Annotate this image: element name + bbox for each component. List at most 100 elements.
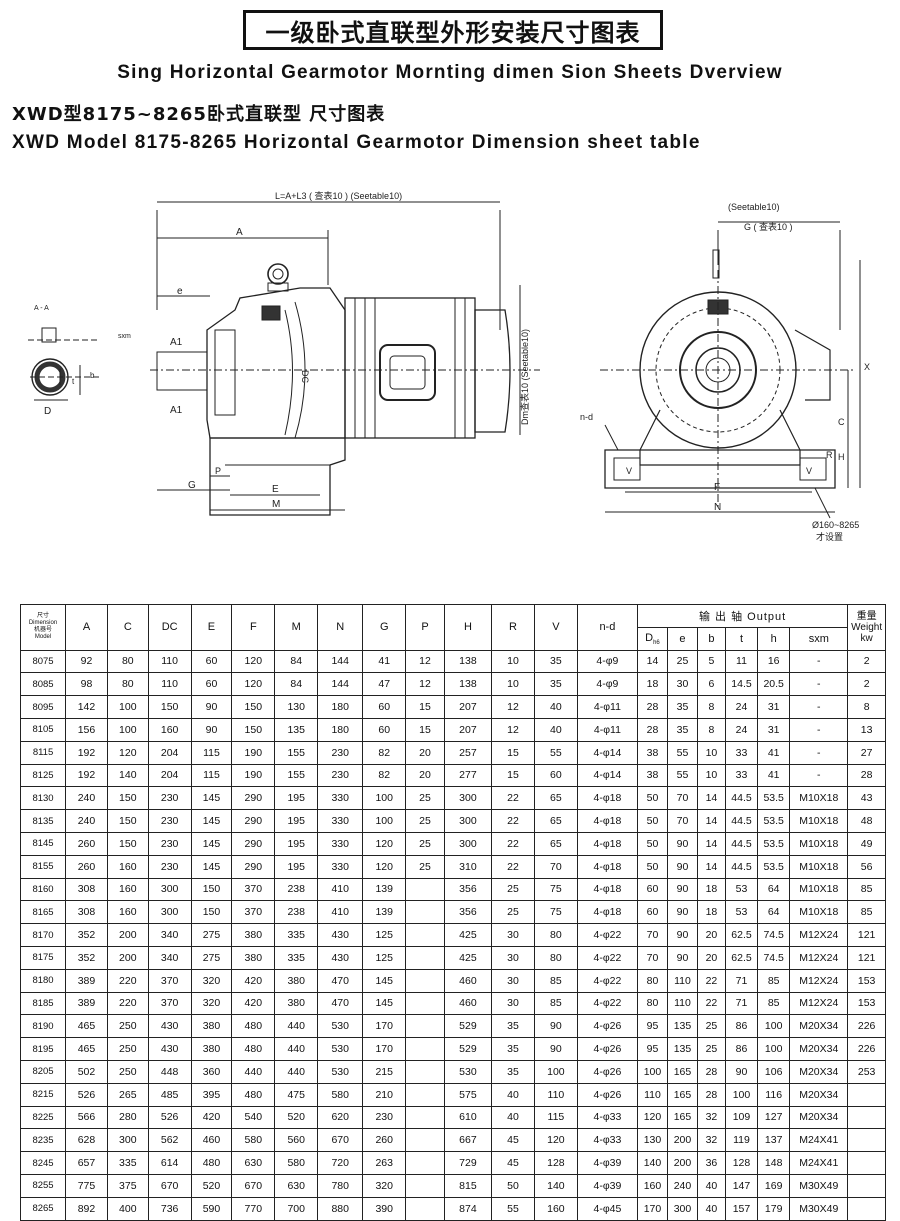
table-cell: 300 (443, 786, 493, 811)
table-cell: 610 (443, 1105, 493, 1130)
table-cell: 140 (636, 1151, 668, 1175)
table-cell: 153 (847, 991, 886, 1016)
table-cell: 12 (405, 649, 445, 674)
table-cell: 310 (443, 854, 493, 879)
table-cell: 38 (636, 763, 668, 788)
table-cell: 70 (533, 854, 578, 879)
dimension-P-label: P (215, 466, 221, 476)
table-cell: 8 (847, 695, 886, 719)
table-cell: 580 (274, 1151, 319, 1175)
table-cell: 380 (231, 923, 276, 947)
table-cell: 220 (106, 968, 149, 993)
table-cell: 320 (362, 1173, 407, 1198)
table-cell: 45 (491, 1128, 535, 1153)
table-cell: 4-φ22 (576, 991, 638, 1016)
table-cell: 41 (362, 649, 407, 674)
table-cell: 62.5 (724, 945, 759, 970)
table-cell: 180 (317, 695, 364, 719)
table-cell: 460 (443, 968, 493, 993)
table-cell: 100 (362, 809, 407, 833)
dimension-V-right: V (806, 466, 812, 476)
table-cell: 380 (274, 991, 319, 1016)
table-cell: 53 (724, 900, 759, 925)
table-cell: 55 (666, 740, 699, 765)
dimension-G-label: G (188, 480, 196, 491)
table-cell: 55 (666, 763, 699, 788)
table-cell: 90 (666, 923, 699, 947)
table-cell (405, 877, 445, 902)
table-cell: 15 (491, 740, 535, 765)
column-header: H (443, 604, 493, 651)
table-cell: 38 (636, 740, 668, 765)
column-header: G (362, 604, 407, 651)
output-column-header: sxm (789, 626, 849, 651)
table-cell (405, 923, 445, 947)
table-cell: 35 (533, 672, 578, 697)
table-cell: 30 (666, 672, 699, 697)
table-cell: 240 (65, 786, 108, 811)
dimension-table-container: 尺寸 Dimension 机器号 Model A C DC E F M N G … (19, 604, 886, 1221)
table-cell: 4-φ14 (576, 740, 638, 765)
table-cell: 230 (317, 763, 364, 788)
table-cell: 470 (317, 991, 364, 1016)
table-cell: 60 (362, 717, 407, 742)
table-cell (847, 1128, 886, 1153)
table-cell: 160 (147, 717, 192, 742)
shaft-section-view: A - A D t b (28, 305, 100, 417)
table-cell: 30 (491, 968, 535, 993)
table-cell: 62.5 (724, 923, 759, 947)
table-cell: 10 (697, 763, 726, 788)
table-cell: M30X49 (789, 1173, 849, 1198)
table-cell: 238 (274, 900, 319, 925)
table-cell: 127 (757, 1105, 791, 1130)
table-cell: 75 (533, 900, 578, 925)
table-cell: 11 (724, 649, 759, 674)
table-cell: 155 (274, 763, 319, 788)
table-cell: 100 (757, 1037, 791, 1061)
table-cell: 15 (405, 695, 445, 719)
sxm-label: sxm (118, 333, 131, 340)
table-cell: 230 (147, 786, 192, 811)
table-cell: 590 (190, 1196, 233, 1221)
table-cell: 10 (491, 649, 535, 674)
table-cell: 4-φ26 (576, 1037, 638, 1061)
table-cell: 150 (106, 809, 149, 833)
table-cell: 85 (757, 991, 791, 1016)
table-cell: 480 (231, 1082, 276, 1107)
table-cell: 630 (231, 1151, 276, 1175)
table-cell: 40 (697, 1196, 726, 1221)
model-cell: 8165 (19, 900, 67, 925)
table-cell: 100 (106, 717, 149, 742)
table-cell: 25 (405, 809, 445, 833)
table-cell: M12X24 (789, 991, 849, 1016)
table-cell: 425 (443, 923, 493, 947)
table-cell: 110 (147, 649, 192, 674)
table-cell: 580 (231, 1128, 276, 1153)
table-cell (405, 1196, 445, 1221)
table-cell: 82 (362, 740, 407, 765)
table-cell: 53 (724, 877, 759, 902)
table-cell: 230 (362, 1105, 407, 1130)
table-cell: 55 (533, 740, 578, 765)
table-cell: 10 (697, 740, 726, 765)
table-cell: 50 (491, 1173, 535, 1198)
table-cell: 253 (847, 1059, 886, 1084)
table-cell: 540 (231, 1105, 276, 1130)
table-cell: 526 (65, 1082, 108, 1107)
table-cell: 40 (533, 695, 578, 719)
table-cell (405, 991, 445, 1016)
table-cell: - (789, 649, 849, 674)
table-cell: 121 (847, 945, 886, 970)
model-cell: 8105 (19, 717, 67, 742)
side-view: L=A+L3 ( 查表10 ) (Seetable10) A e sxm A1 … (118, 190, 540, 516)
table-cell: 620 (317, 1105, 364, 1130)
table-cell: 238 (274, 877, 319, 902)
table-cell: 85 (533, 968, 578, 993)
table-cell (405, 1128, 445, 1153)
table-cell: 614 (147, 1151, 192, 1175)
table-cell: 4-φ22 (576, 968, 638, 993)
